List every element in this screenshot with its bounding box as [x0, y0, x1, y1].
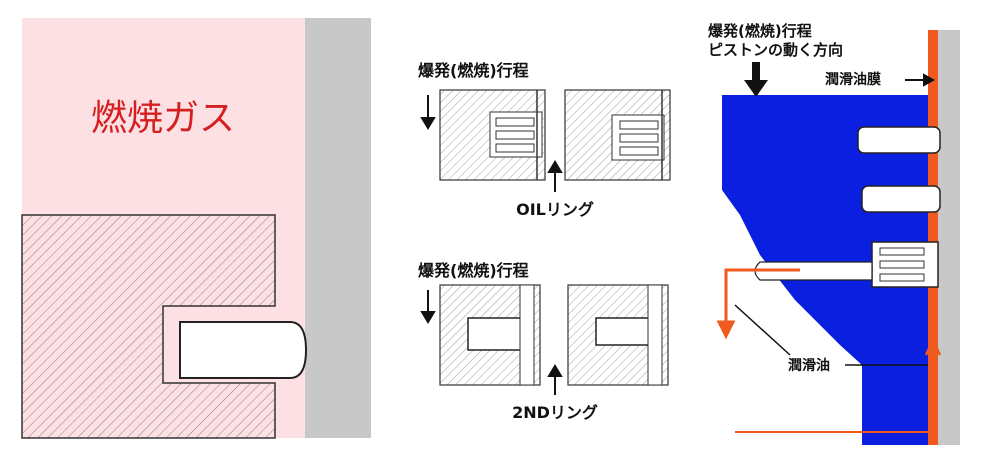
right-oil-film-diagram: 爆発(燃焼)行程 ピストンの動く方向 潤滑油膜 潤滑油 [708, 22, 960, 445]
bottom-stroke-label: 爆発(燃焼)行程 [418, 261, 529, 280]
oil-ring-label: OILリング [516, 200, 594, 219]
second-ring-box-right [567, 284, 669, 386]
oil-ring-box-right [564, 89, 671, 181]
piston-section [21, 214, 276, 439]
oil-label: 潤滑油 [788, 357, 830, 374]
oil-film-pointer-arrow [905, 73, 936, 87]
oil-ring-box-left [439, 89, 546, 181]
oil-ring-right [871, 241, 939, 288]
stroke-label-line2: ピストンの動く方向 [708, 41, 843, 59]
up-arrow-oil [547, 160, 563, 192]
up-arrow-second [547, 364, 563, 395]
oil-film-label: 潤滑油膜 [825, 71, 881, 88]
cylinder-wall-right [938, 30, 960, 445]
oil-flow-down-arrow [716, 268, 800, 340]
oil-flow-up-arrow [924, 337, 942, 445]
oil-film [928, 30, 938, 445]
cylinder-wall [305, 18, 371, 438]
stroke-label-line1: 爆発(燃焼)行程 [708, 22, 812, 40]
oil-leader-line [734, 304, 791, 356]
left-ring-diagram: 燃焼ガス [21, 18, 371, 439]
down-arrow-bottom [420, 290, 436, 324]
piston-ring [179, 321, 308, 379]
compression-ring-2 [861, 185, 941, 213]
second-ring-label: 2NDリング [512, 403, 598, 422]
compression-ring-1 [857, 126, 941, 154]
down-arrow-top [420, 95, 436, 130]
second-ring-box-left [439, 284, 541, 386]
piston-direction-arrow [744, 62, 768, 97]
oil-passage [754, 261, 873, 281]
top-stroke-label: 爆発(燃焼)行程 [418, 61, 529, 80]
middle-ring-diagrams: 爆発(燃焼)行程 OILリング 爆発(燃焼)行程 [418, 61, 671, 422]
gas-label: 燃焼ガス [91, 98, 235, 139]
